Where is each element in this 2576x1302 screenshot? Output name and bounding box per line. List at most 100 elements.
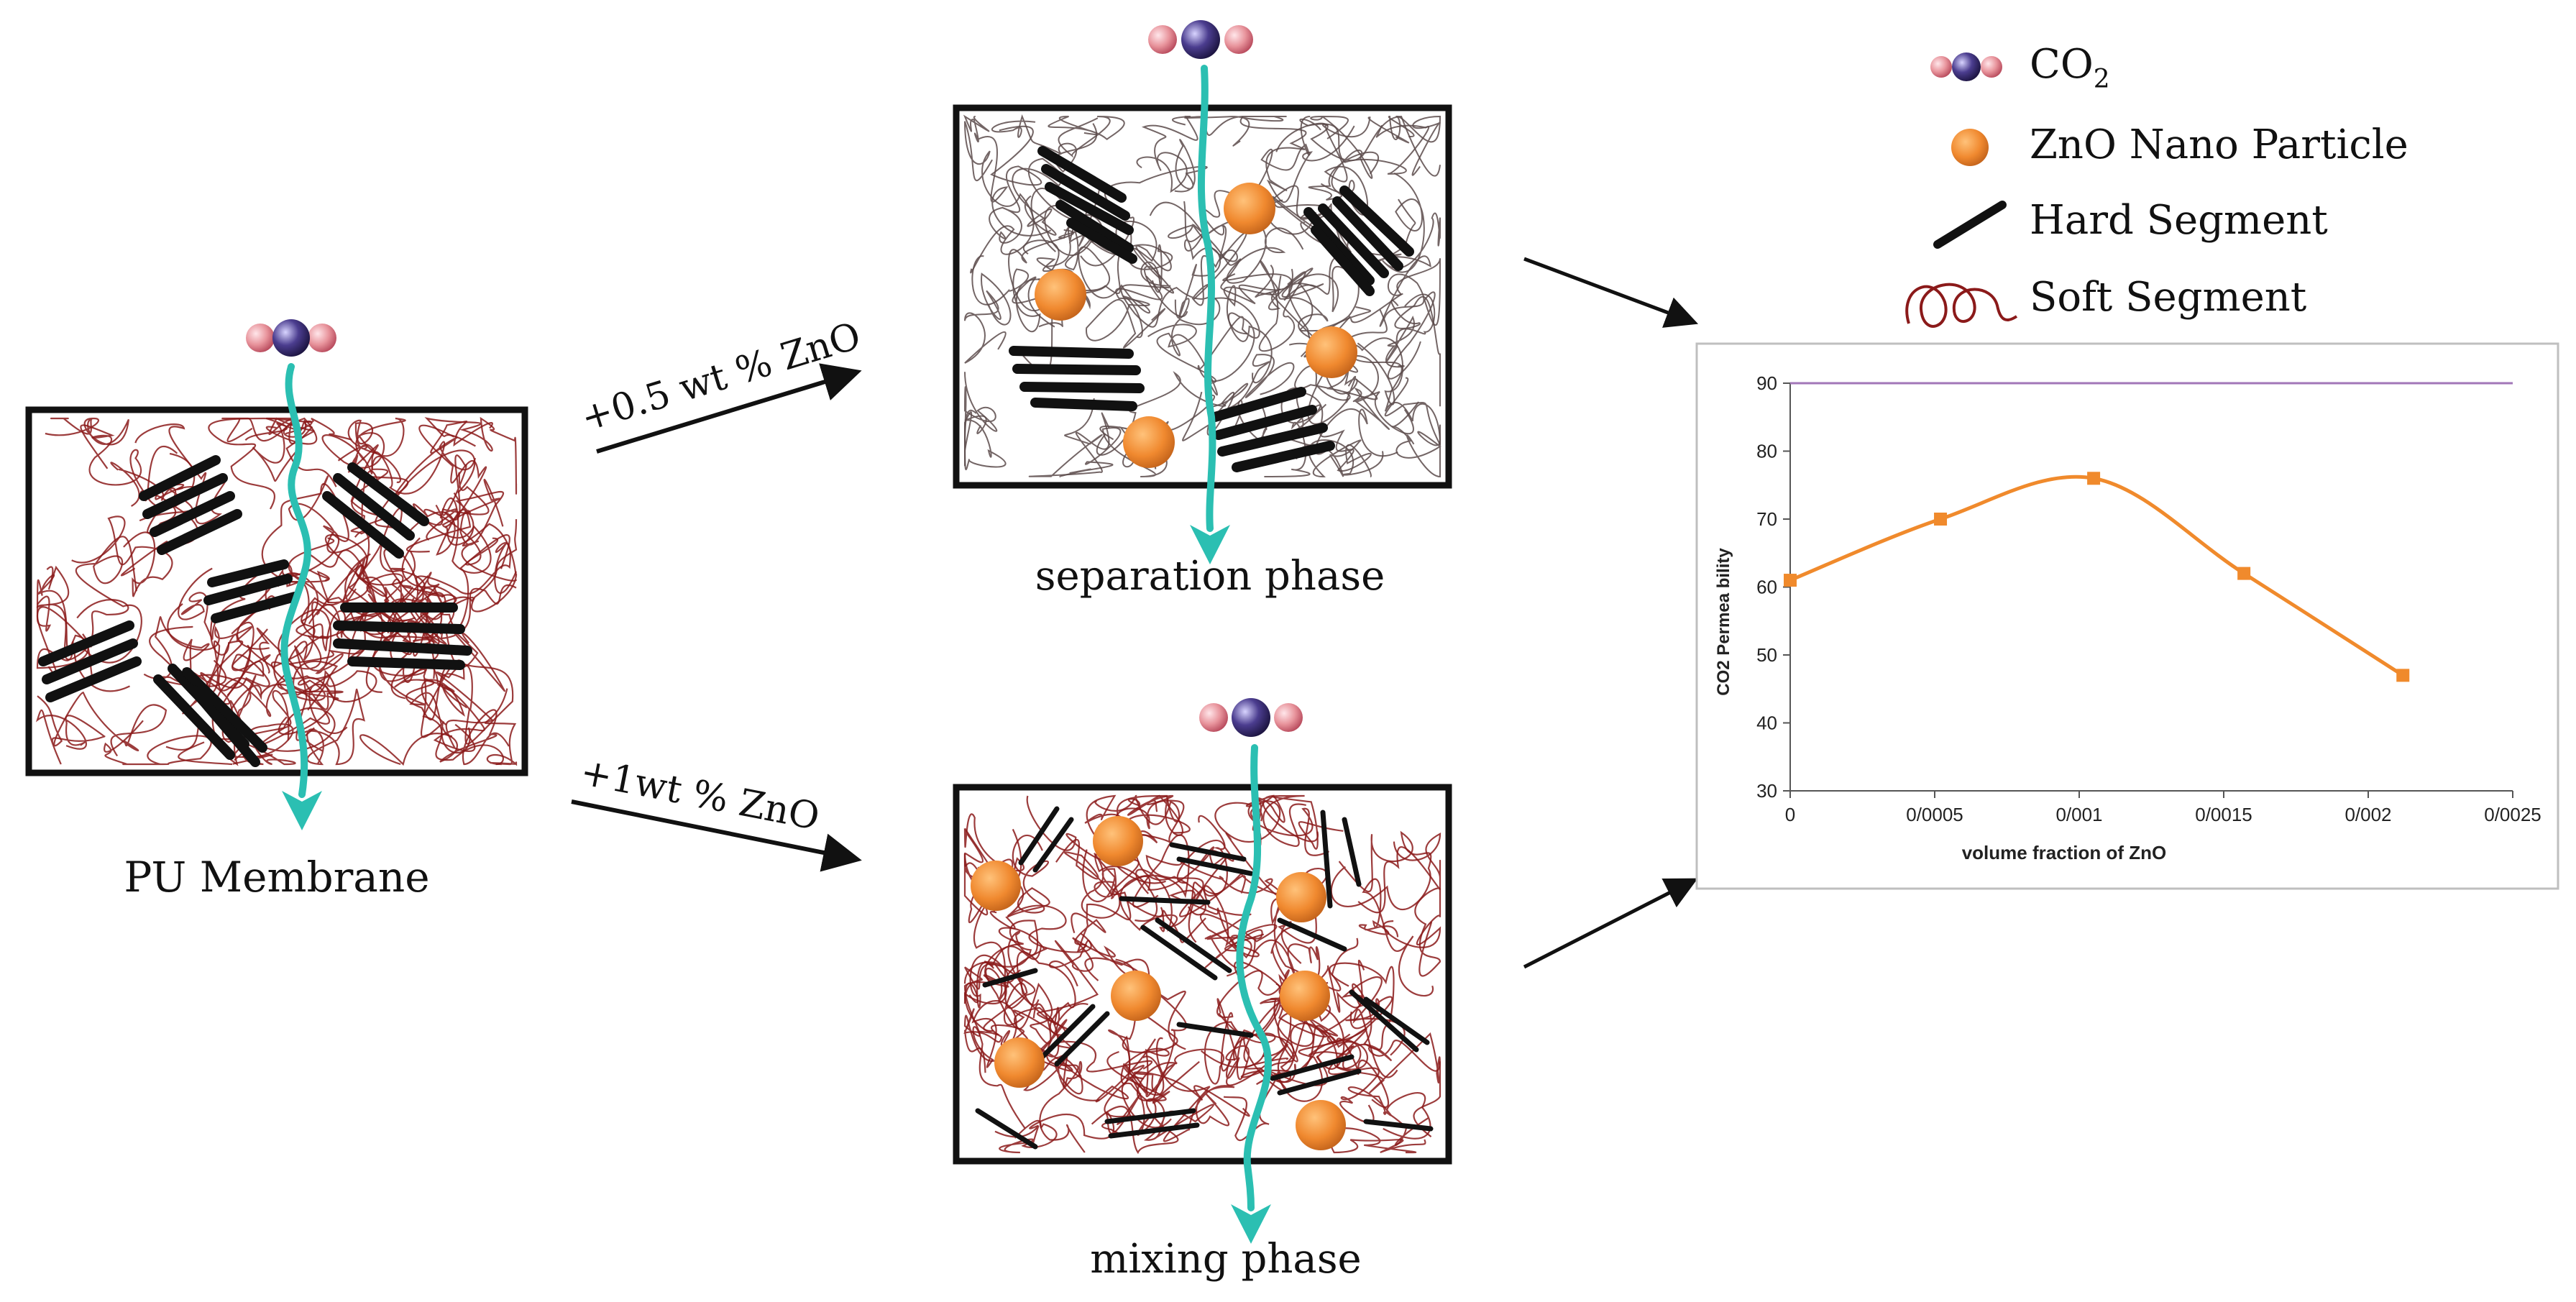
soft-segment-chain <box>1347 1086 1431 1146</box>
soft-segment-chain <box>1326 1028 1380 1124</box>
soft-segment-chain <box>1294 439 1384 478</box>
soft-segment-chain <box>1265 185 1352 252</box>
soft-segment-chain <box>964 272 1012 364</box>
flow-arrowhead <box>1190 525 1230 564</box>
soft-segment-chain <box>1310 115 1441 179</box>
soft-segment-chain <box>1036 1002 1156 1103</box>
soft-segment-chain <box>143 616 227 688</box>
hard-segment-scattered <box>975 806 1434 1150</box>
soft-segment-chain <box>1288 342 1414 435</box>
arrow-separation-to-chart <box>1523 257 1699 328</box>
soft-segment-chain <box>1026 794 1124 861</box>
y-tick-label: 80 <box>1756 441 1777 462</box>
zno-particle-group <box>1035 183 1357 468</box>
chart-data-point <box>2237 567 2251 580</box>
soft-segment-chain <box>167 595 282 692</box>
co2-molecule-icon <box>1199 698 1303 737</box>
soft-segment-chain <box>426 454 490 541</box>
soft-segment-chain <box>418 424 504 528</box>
soft-segment-chain <box>1012 157 1088 236</box>
y-tick-label: 70 <box>1756 508 1777 530</box>
soft-segment-chain <box>1391 401 1441 478</box>
soft-segment-chain <box>1036 937 1135 1030</box>
y-tick-label: 50 <box>1756 644 1777 666</box>
soft-segment-chain <box>1357 845 1441 977</box>
soft-segment-chain <box>1329 1127 1426 1154</box>
soft-segment-chain <box>1383 832 1441 948</box>
soft-segment-chain <box>433 664 494 752</box>
soft-segment-chain <box>36 565 129 661</box>
soft-segment-chain <box>1037 244 1175 295</box>
soft-segment-chain <box>1275 122 1379 201</box>
soft-segment-icon <box>1905 283 2018 328</box>
soft-segment-chain <box>71 515 173 597</box>
x-tick-label: 0/0015 <box>2195 804 2252 825</box>
soft-segment-chain <box>1377 198 1431 327</box>
legend-co2-label: CO2 <box>2030 41 2110 94</box>
soft-segment-chain <box>1216 969 1345 1072</box>
separation-phase-label: separation phase <box>1035 553 1385 600</box>
co2-molecule-icon <box>1148 20 1253 59</box>
soft-segment-chain <box>969 898 1036 1009</box>
soft-segment-chain <box>149 625 271 689</box>
soft-segment-chain <box>345 573 416 639</box>
soft-segment-chain <box>256 603 347 674</box>
soft-segment-chain <box>1081 849 1164 919</box>
soft-segment-chain <box>1091 1098 1214 1155</box>
co2-flow-path-pu <box>280 363 311 798</box>
pu-membrane-label: PU Membrane <box>124 853 429 902</box>
soft-segment-chain <box>1359 878 1434 997</box>
soft-segment-chain <box>1029 1078 1151 1140</box>
soft-segment-chain <box>208 417 352 510</box>
soft-segment-chain <box>104 720 212 766</box>
chart-x-axis-label: volume fraction of ZnO <box>1962 842 2167 863</box>
chart-data-point <box>2087 472 2101 485</box>
chart-data-point <box>1934 513 1948 526</box>
soft-segment-chain <box>242 684 336 758</box>
soft-segment-chain <box>964 121 1035 274</box>
soft-segment-chain <box>261 482 387 583</box>
y-tick-label: 30 <box>1756 780 1777 802</box>
co2-molecule-icon <box>1930 52 2002 81</box>
soft-segment-chain <box>963 963 1055 1043</box>
hard-segment-cluster <box>38 455 472 767</box>
soft-segment-chain <box>36 574 93 679</box>
arrow-mixing-to-chart <box>1523 878 1698 969</box>
x-tick-label: 0/001 <box>2055 804 2102 825</box>
soft-segment-chain <box>991 114 1098 173</box>
soft-segment-chain <box>35 709 106 765</box>
zno-particle-group <box>971 816 1346 1150</box>
soft-segment-chain <box>359 709 510 766</box>
co2-flow-path-separation <box>1197 65 1216 532</box>
chart-points <box>1784 472 2410 682</box>
chart-y-axis-label: CO2 Permea bility <box>1714 548 1733 696</box>
soft-segment-chain <box>1388 115 1441 176</box>
soft-segment-chain <box>321 417 406 483</box>
soft-segment-chain <box>1184 115 1287 147</box>
hard-segment-icon <box>1933 201 2007 249</box>
soft-segment-chain <box>984 920 1042 984</box>
soft-segment-chain <box>1133 991 1250 1117</box>
soft-segment-chain <box>1055 838 1215 899</box>
x-tick-label: 0 <box>1785 804 1795 825</box>
soft-segment-chain <box>1320 116 1410 216</box>
soft-segment-chain <box>1119 834 1190 932</box>
soft-segment-chain <box>1086 275 1166 349</box>
soft-segment-chain <box>989 125 1042 244</box>
soft-segment-chain <box>405 661 514 745</box>
soft-segment-chain <box>968 858 1092 953</box>
soft-segment-chain <box>221 417 313 445</box>
soft-segment-chain <box>1342 343 1441 445</box>
soft-segment-chain <box>1199 885 1278 977</box>
soft-segment-chain <box>45 417 129 446</box>
chart-frame <box>1695 342 2559 890</box>
mixing-phase-panel <box>953 744 1452 1244</box>
separation-phase-panel <box>953 65 1452 564</box>
co2-flow-path-mixing <box>1236 744 1272 1211</box>
soft-segment-chain <box>1330 830 1432 911</box>
soft-segment-chain <box>1028 398 1110 477</box>
x-tick-label: 0/002 <box>2344 804 2391 825</box>
soft-segment-chain <box>983 982 1153 1073</box>
